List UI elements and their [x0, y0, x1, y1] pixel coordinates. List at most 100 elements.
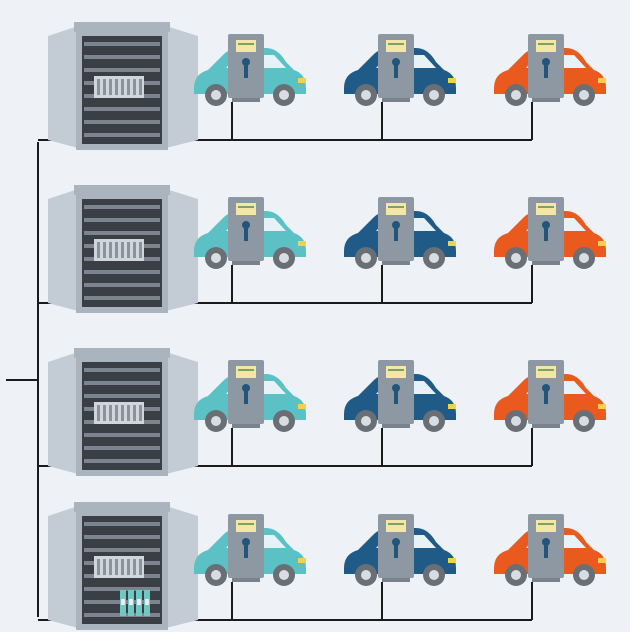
module-slot: [139, 559, 142, 575]
cabinet-rail: [84, 446, 160, 450]
charging-station: [228, 514, 264, 582]
cabinet-rail: [84, 381, 160, 385]
charger-base: [382, 261, 410, 265]
car-window: [260, 381, 286, 394]
wheel-hub: [511, 570, 521, 580]
distribution-cabinet-with-breakers: [48, 502, 198, 630]
module-slot: [133, 79, 136, 95]
module-slot: [109, 242, 112, 258]
charger-base: [382, 98, 410, 102]
cabinet-rail: [84, 587, 160, 591]
car-headlight: [298, 558, 306, 563]
screen-bar: [388, 206, 404, 208]
module-slot: [115, 405, 118, 421]
screen-bar: [538, 43, 554, 45]
cabinet-top-cap: [74, 185, 170, 195]
wheel-hub: [579, 90, 589, 100]
charger-screen: [536, 520, 556, 532]
screen-bar: [388, 523, 404, 525]
charger-screen: [386, 366, 406, 378]
charging-station: [378, 197, 414, 265]
cabinet-left-door: [48, 26, 78, 148]
screen-bar: [238, 369, 254, 371]
charger-base: [232, 261, 260, 265]
charger-cable: [244, 544, 248, 558]
cabinet-rail: [84, 133, 160, 137]
charger-screen: [236, 40, 256, 52]
charging-station: [228, 34, 264, 102]
car-window: [410, 218, 436, 231]
car-window: [260, 535, 286, 548]
module-slot: [109, 559, 112, 575]
wheel-hub: [211, 90, 221, 100]
module-slot: [109, 405, 112, 421]
charger-base: [232, 578, 260, 582]
cabinet-rail: [84, 107, 160, 111]
cabinet-module: [94, 556, 144, 578]
distribution-cabinet: [48, 185, 198, 313]
distribution-row: [38, 185, 606, 313]
breaker-lever: [129, 599, 133, 605]
cabinet-rail: [84, 522, 160, 526]
module-slot: [121, 79, 124, 95]
charger-screen: [236, 366, 256, 378]
module-slot: [103, 79, 106, 95]
charging-station: [528, 514, 564, 582]
cabinet-rail: [84, 548, 160, 552]
cabinet-rail: [84, 433, 160, 437]
car-headlight: [598, 558, 606, 563]
cabinet-right-door: [166, 506, 198, 628]
car-headlight: [448, 78, 456, 83]
wheel-hub: [579, 416, 589, 426]
charger-screen: [536, 366, 556, 378]
cabinet-rail: [84, 394, 160, 398]
car-window: [560, 218, 586, 231]
module-slot: [133, 242, 136, 258]
charger-base: [532, 261, 560, 265]
cabinet-right-door: [166, 189, 198, 311]
module-slot: [115, 242, 118, 258]
cabinet-rail: [84, 296, 160, 300]
car-window: [410, 535, 436, 548]
cabinet-rail: [84, 42, 160, 46]
charger-base: [532, 98, 560, 102]
cabinet-rail: [84, 68, 160, 72]
car-window: [560, 535, 586, 548]
car-window: [560, 55, 586, 68]
charging-station: [228, 360, 264, 428]
module-slot: [97, 242, 100, 258]
charging-station: [528, 197, 564, 265]
cabinet-left-door: [48, 506, 78, 628]
charging-station: [228, 197, 264, 265]
car-window: [260, 55, 286, 68]
charger-cable: [244, 64, 248, 78]
distribution-cabinet: [48, 348, 198, 476]
module-slot: [121, 242, 124, 258]
cabinet-right-door: [166, 352, 198, 474]
screen-bar: [538, 369, 554, 371]
cabinet-left-door: [48, 189, 78, 311]
cabinet-module: [94, 239, 144, 261]
cabinet-rail: [84, 218, 160, 222]
screen-bar: [238, 523, 254, 525]
cabinet-module: [94, 402, 144, 424]
charger-screen: [536, 40, 556, 52]
wheel-hub: [211, 570, 221, 580]
car-window: [560, 381, 586, 394]
module-slot: [97, 405, 100, 421]
charger-screen: [236, 520, 256, 532]
cabinet-left-door: [48, 352, 78, 474]
cabinet-rail: [84, 205, 160, 209]
charging-station: [378, 360, 414, 428]
module-slot: [115, 79, 118, 95]
charger-cable: [394, 390, 398, 404]
cabinet-top-cap: [74, 22, 170, 32]
module-slot: [103, 559, 106, 575]
charger-cable: [244, 390, 248, 404]
module-slot: [127, 79, 130, 95]
wheel-hub: [429, 253, 439, 263]
car-window: [410, 55, 436, 68]
cabinet-rail: [84, 459, 160, 463]
charger-screen: [386, 203, 406, 215]
